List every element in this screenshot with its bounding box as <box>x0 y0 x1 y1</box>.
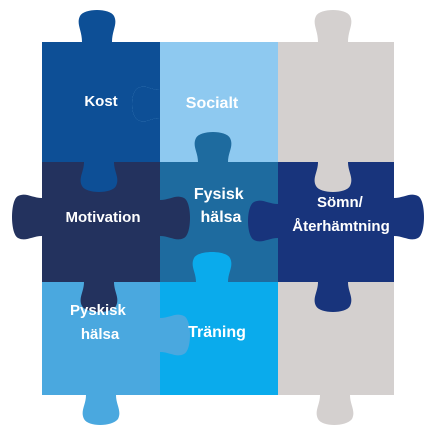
piece-pyskisk-halsa <box>42 282 160 425</box>
label-somn: Sömn/ Återhämtning <box>292 194 390 235</box>
piece-blank-bottom-right <box>278 282 394 425</box>
knob-kost-right <box>132 86 160 122</box>
piece-kost <box>42 10 160 162</box>
label-socialt: Socialt <box>186 95 239 112</box>
piece-blank-top-right <box>278 10 394 162</box>
label-motivation: Motivation <box>66 209 141 226</box>
piece-socialt <box>132 42 278 162</box>
piece-somn <box>248 162 424 282</box>
knob-kost-down <box>80 162 118 192</box>
piece-traning <box>160 252 278 395</box>
knob-motivation-down <box>80 282 118 312</box>
piece-fysisk-halsa <box>160 132 278 282</box>
label-kost: Kost <box>84 93 117 110</box>
knob-motivation-right <box>160 196 190 240</box>
label-pyskisk-halsa: Pyskisk hälsa <box>70 302 130 343</box>
knob-pyskisk-right <box>160 314 190 356</box>
knob-blank-down <box>314 162 352 192</box>
label-traning: Träning <box>188 324 246 341</box>
label-fysisk-halsa: Fysisk hälsa <box>194 186 248 226</box>
piece-motivation <box>12 162 160 282</box>
knob-somn-down <box>314 282 352 312</box>
